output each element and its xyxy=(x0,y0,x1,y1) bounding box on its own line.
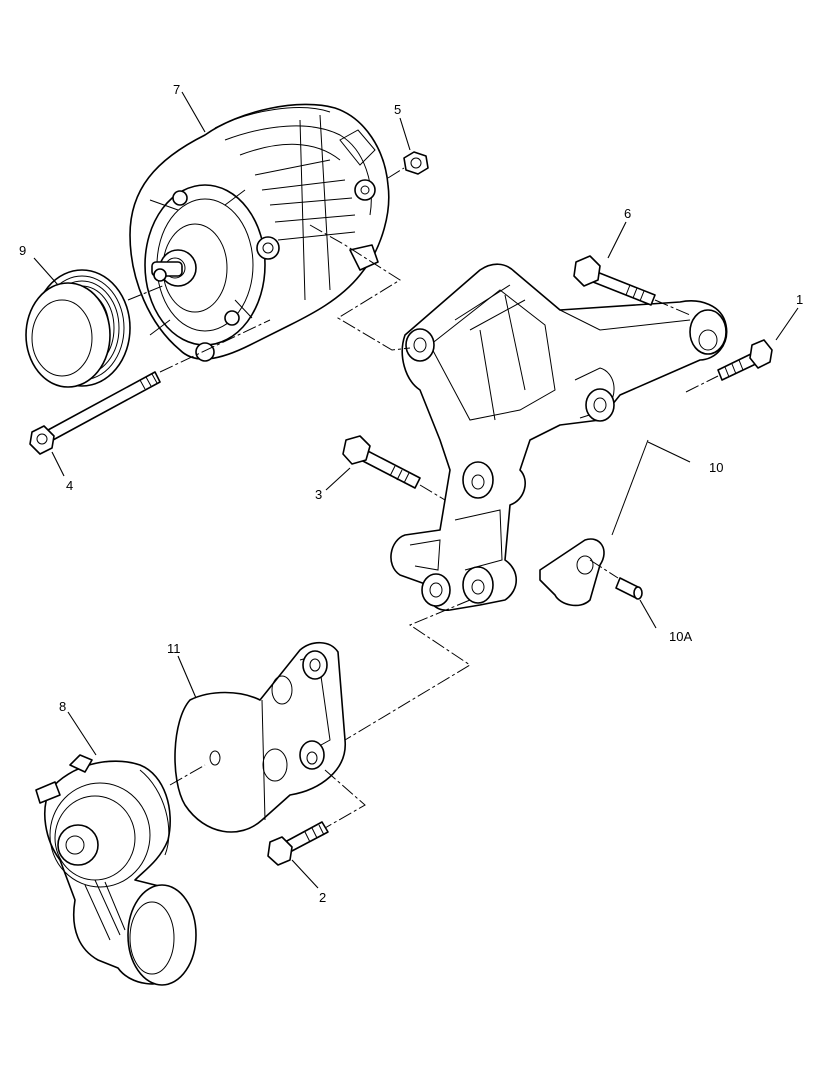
assembly-axes xyxy=(127,167,719,829)
alternator xyxy=(129,103,390,362)
callout-8: 8 xyxy=(59,699,66,714)
callout-4: 4 xyxy=(66,478,73,493)
bolt-3 xyxy=(342,435,421,489)
belt-tensioner xyxy=(35,754,197,986)
mounting-bracket xyxy=(390,263,728,611)
nut xyxy=(403,151,429,175)
callout-7: 7 xyxy=(173,82,180,97)
pulley xyxy=(25,269,131,388)
callout-6: 6 xyxy=(624,206,631,221)
callout-labels: 1 2 3 4 5 6 7 8 9 10 10A 11 xyxy=(19,82,803,905)
bolt-6 xyxy=(573,255,656,306)
long-bolt xyxy=(29,371,161,455)
callout-10a: 10A xyxy=(669,629,692,644)
callout-1: 1 xyxy=(796,292,803,307)
tensioner-bracket xyxy=(174,641,346,833)
callout-2: 2 xyxy=(319,890,326,905)
leader-lines xyxy=(33,91,799,889)
callout-10: 10 xyxy=(709,460,723,475)
bolt-2 xyxy=(267,821,329,866)
callout-3: 3 xyxy=(315,487,322,502)
callout-11: 11 xyxy=(167,641,181,656)
bolt-1 xyxy=(717,339,773,381)
dowel-pin xyxy=(615,577,643,600)
callout-9: 9 xyxy=(19,243,26,258)
callout-5: 5 xyxy=(394,102,401,117)
